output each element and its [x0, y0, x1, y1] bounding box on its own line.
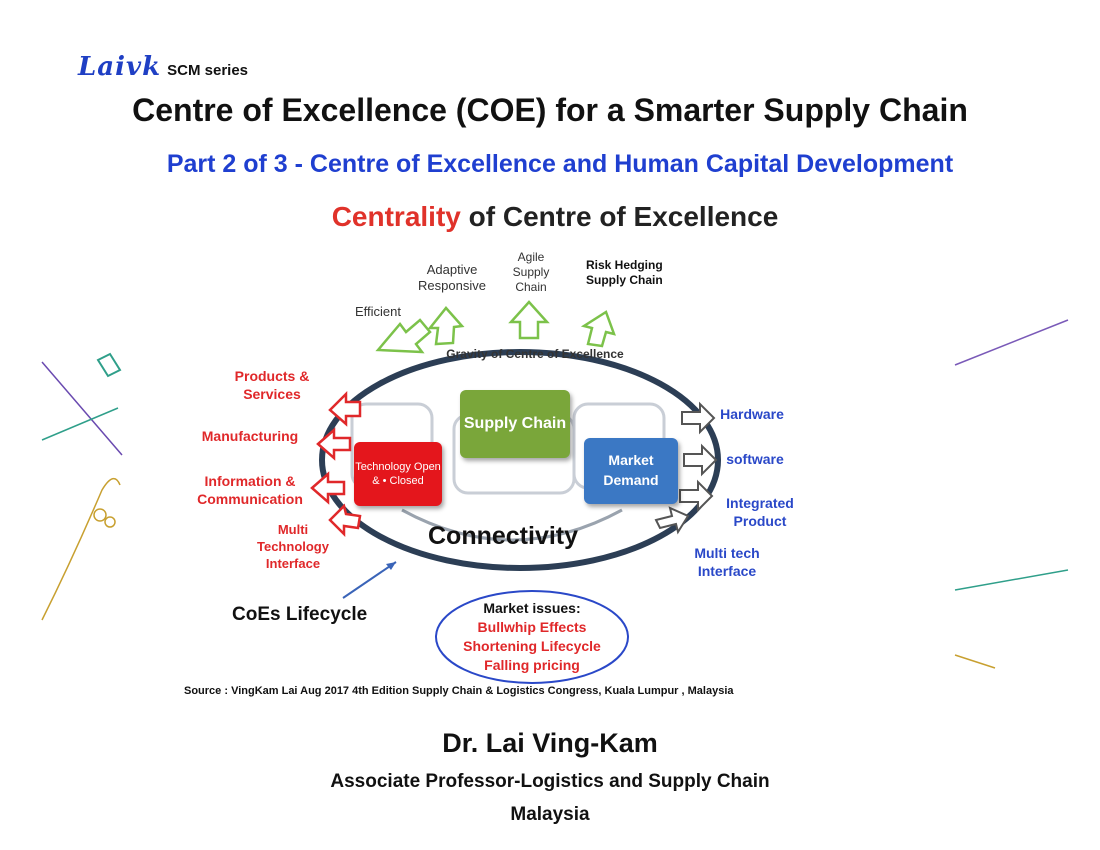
- output-manufacturing: Manufacturing: [201, 428, 299, 444]
- coe-ellipse: [319, 349, 721, 571]
- arrow-manufacturing: [316, 427, 352, 461]
- page-title: Centre of Excellence (COE) for a Smarter…: [132, 92, 968, 128]
- diagram-title: Centrality of Centre of Excellence: [0, 201, 1100, 233]
- arrow-hardware: [681, 401, 716, 435]
- market-issue-item: Bullwhip Effects: [477, 618, 587, 635]
- technology-box: Technology Open & • Closed: [354, 442, 442, 506]
- arrow-multi: [328, 503, 362, 538]
- arrow-adaptive: [427, 306, 465, 346]
- author-country: Malaysia: [510, 804, 590, 825]
- author-role: Associate Professor-Logistics and Supply…: [330, 771, 770, 792]
- lifecycle-arrow: [342, 561, 397, 599]
- arrow-multitech: [654, 506, 690, 535]
- connector-arc: [401, 508, 623, 542]
- brand-logo: Laivk SCM series: [78, 52, 248, 82]
- market-issues-oval: [435, 590, 629, 684]
- arrow-products: [328, 390, 362, 427]
- output-agile: Agile Supply Chain: [512, 250, 550, 294]
- diagram-title-rest: of Centre of Excellence: [460, 201, 779, 232]
- connectivity-label: Connectivity: [428, 522, 579, 550]
- market-issues: Market issues: Bullwhip Effects Shorteni…: [440, 599, 624, 675]
- author-name: Dr. Lai Ving-Kam: [442, 728, 658, 758]
- arrow-software: [683, 443, 718, 477]
- output-adaptive: Adaptive Responsive: [418, 262, 486, 294]
- output-risk: Risk Hedging Supply Chain: [586, 258, 663, 287]
- output-multitech: Multi tech Interface: [694, 545, 760, 580]
- brand-script: Laivk: [78, 52, 162, 82]
- supply-chain-box: Supply Chain: [460, 390, 570, 458]
- diagram-title-highlight: Centrality: [331, 201, 461, 232]
- brand-series: SCM series: [167, 62, 249, 79]
- page-subtitle: Part 2 of 3 - Centre of Excellence and H…: [166, 150, 954, 178]
- output-multi: Multi Technology Interface: [257, 522, 329, 571]
- arrow-efficient: [375, 318, 432, 354]
- output-efficient: Efficient: [354, 304, 401, 319]
- output-software: software: [726, 451, 784, 467]
- arrow-risk: [580, 310, 616, 348]
- market-demand-box: Market Demand: [584, 438, 678, 504]
- market-issues-heading: Market issues:: [483, 600, 581, 616]
- lifecycle-arrowhead: [386, 562, 396, 570]
- market-issue-item: Falling pricing: [484, 656, 580, 673]
- lifecycle-label: CoEs Lifecycle: [232, 604, 368, 625]
- output-info: Information & Communication: [197, 473, 303, 508]
- gravity-label: Gravity of Centre of Excellence: [446, 347, 624, 361]
- market-issue-item: Shortening Lifecycle: [463, 637, 601, 654]
- output-products: Products & Services: [234, 368, 310, 403]
- arrow-agile: [508, 300, 550, 340]
- arrow-info: [310, 471, 346, 505]
- arrow-integrated: [679, 479, 714, 513]
- source-citation: Source : VingKam Lai Aug 2017 4th Editio…: [184, 685, 734, 697]
- output-hardware: Hardware: [720, 406, 784, 422]
- output-integrated: Integrated Product: [726, 495, 794, 530]
